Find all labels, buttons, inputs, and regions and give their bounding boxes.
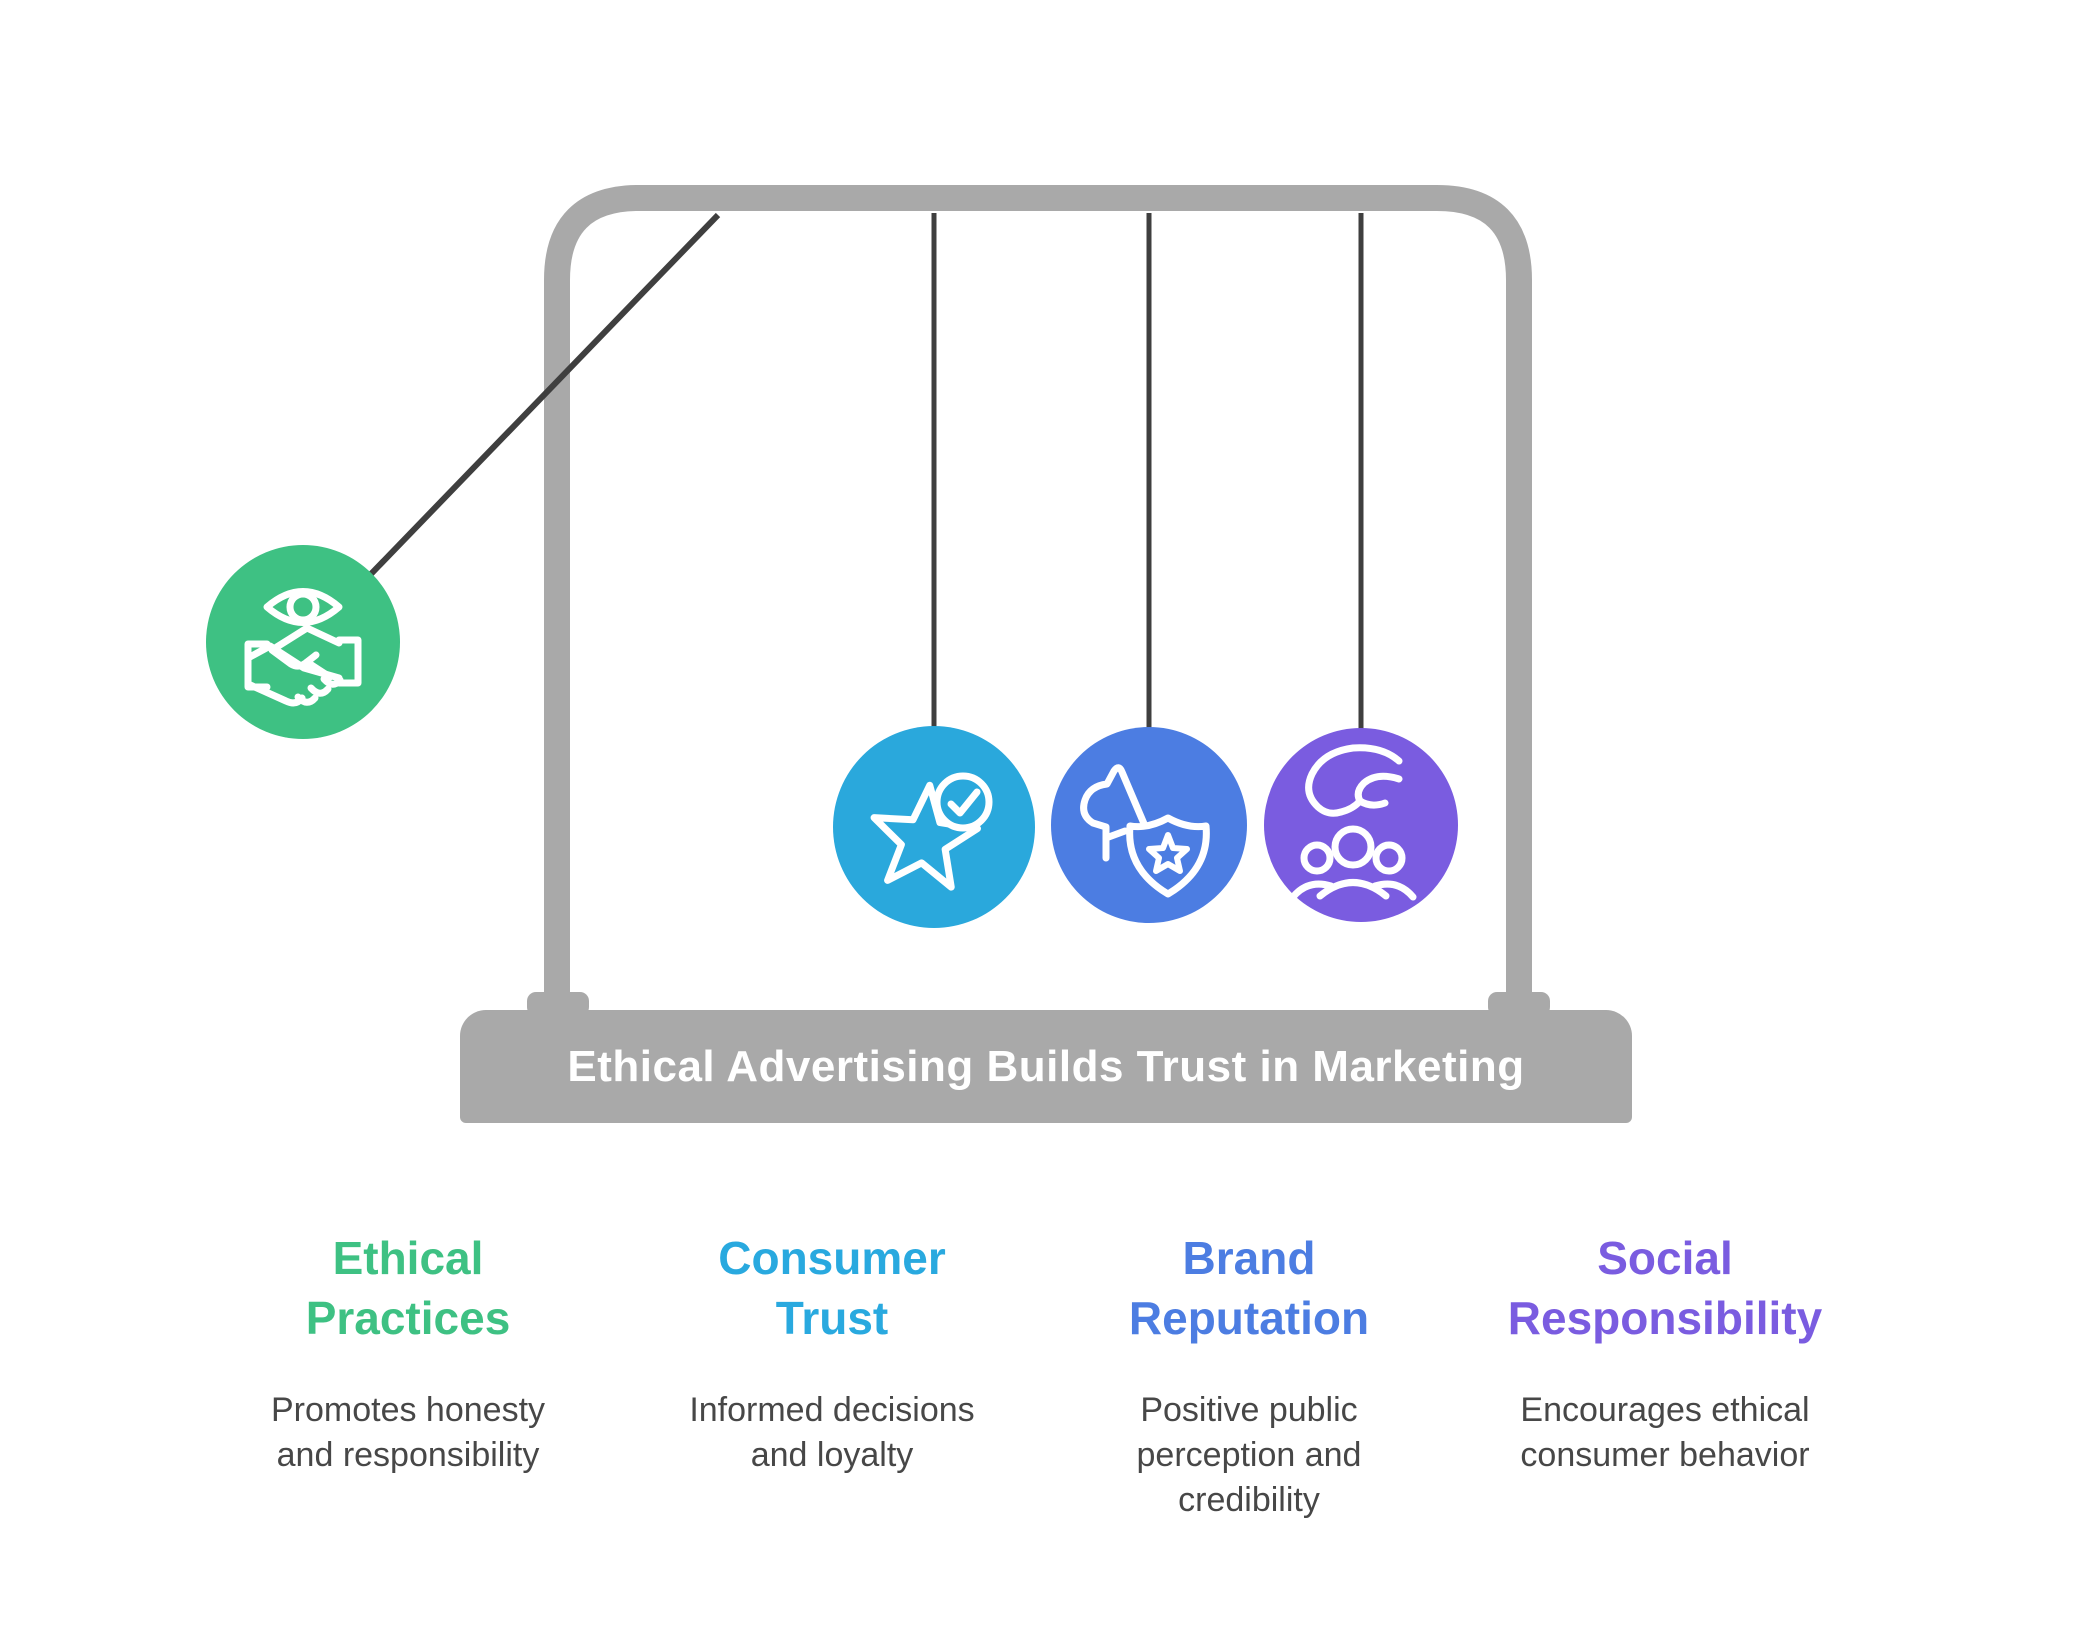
megaphone-shield-icon [1080, 764, 1210, 898]
description-line: perception and [1136, 1436, 1362, 1474]
ball-brand-reputation [1051, 727, 1247, 923]
description-line: consumer behavior [1520, 1436, 1810, 1474]
title-text: Ethical Advertising Builds Trust in Mark… [567, 1041, 1525, 1091]
hand-community-icon [1289, 744, 1417, 901]
star-check-icon [870, 772, 993, 891]
heading-line: Consumer [718, 1232, 946, 1284]
column-description: Informed decisions and loyalty [622, 1388, 1042, 1478]
heading-line: Social [1597, 1232, 1733, 1284]
string-swung [368, 212, 721, 577]
eye-handshake-icon [244, 588, 362, 707]
heading-line: Reputation [1128, 1292, 1370, 1344]
description-line: Promotes honesty [270, 1391, 546, 1429]
heading-line: Ethical [332, 1232, 484, 1284]
column-heading: Consumer Trust [622, 1228, 1042, 1348]
ball-ethical-practices [206, 545, 400, 739]
description-line: Positive public [1140, 1391, 1358, 1429]
column-heading: Ethical Practices [198, 1228, 618, 1348]
title-bar: Ethical Advertising Builds Trust in Mark… [460, 1010, 1632, 1123]
description-line: and loyalty [750, 1436, 914, 1474]
column-description: Positive public perception and credibili… [1039, 1388, 1459, 1523]
heading-line: Responsibility [1507, 1292, 1823, 1344]
ball-consumer-trust [833, 726, 1035, 928]
description-line: Informed decisions [689, 1391, 975, 1429]
heading-line: Trust [775, 1292, 889, 1344]
column-heading: Brand Reputation [1039, 1228, 1459, 1348]
column-heading: Social Responsibility [1455, 1228, 1875, 1348]
heading-line: Practices [305, 1292, 511, 1344]
newtons-cradle-graphic [206, 185, 1550, 1016]
ball-social-responsibility [1264, 728, 1458, 922]
column-description: Promotes honesty and responsibility [198, 1388, 618, 1478]
heading-line: Brand [1182, 1232, 1316, 1284]
column-consumer-trust: Consumer Trust Informed decisions and lo… [622, 1228, 1042, 1478]
description-line: Encourages ethical [1520, 1391, 1810, 1429]
column-social-responsibility: Social Responsibility Encourages ethical… [1455, 1228, 1875, 1478]
cradle-frame [544, 185, 1532, 996]
column-brand-reputation: Brand Reputation Positive public percept… [1039, 1228, 1459, 1523]
description-line: and responsibility [276, 1436, 540, 1474]
column-description: Encourages ethical consumer behavior [1455, 1388, 1875, 1478]
column-ethical-practices: Ethical Practices Promotes honesty and r… [198, 1228, 618, 1478]
description-line: credibility [1178, 1481, 1320, 1519]
